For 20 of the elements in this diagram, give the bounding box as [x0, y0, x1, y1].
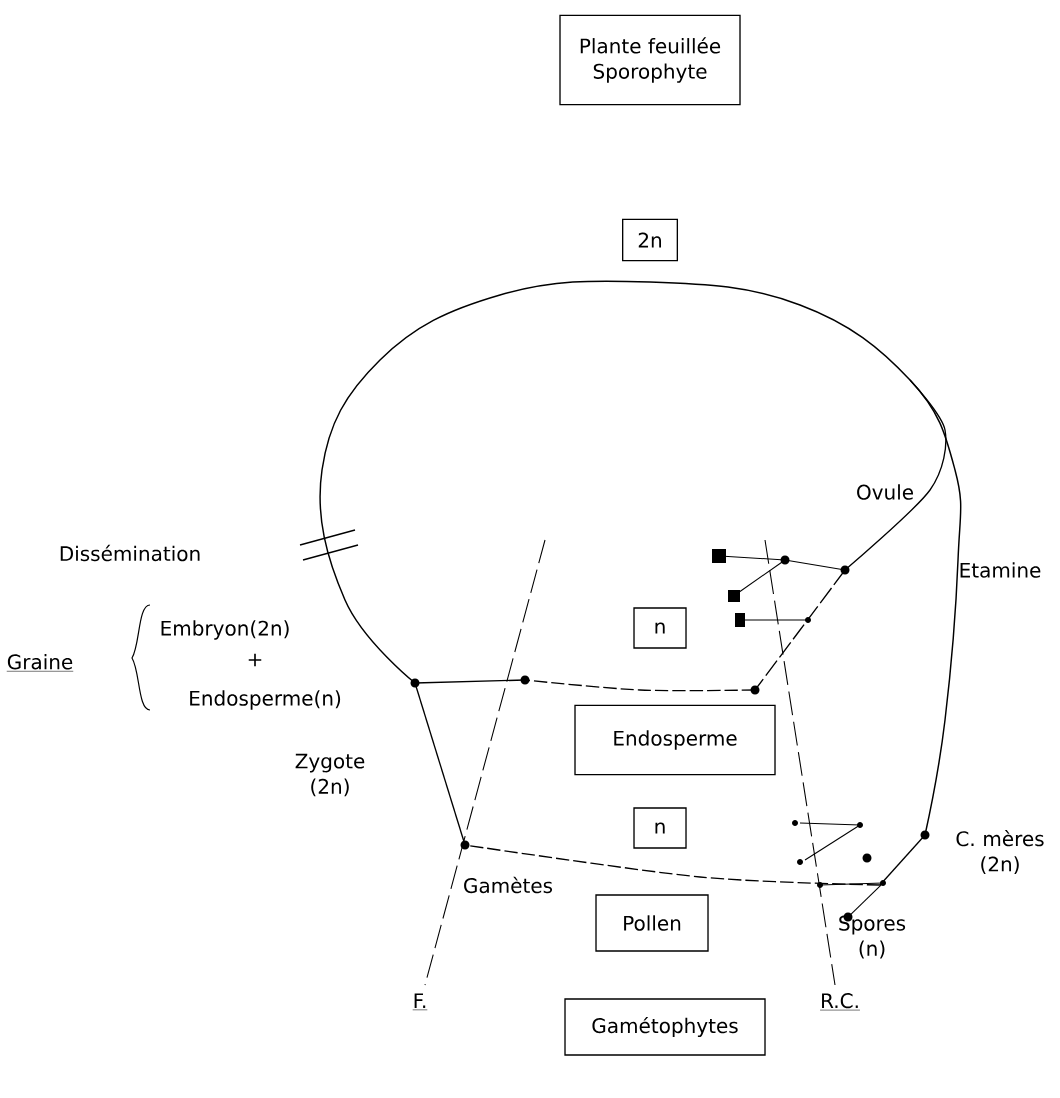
label: Endosperme(n) — [190, 690, 341, 710]
text-box: Pollen — [595, 894, 709, 952]
label: Etamine — [960, 562, 1041, 578]
label: Zygote (2n) — [295, 753, 365, 797]
label: Graine — [6, 653, 74, 672]
label: Ovule — [857, 484, 913, 500]
label: R.C. — [819, 993, 861, 1011]
text-box: 2n — [622, 218, 678, 262]
text-box: Gamétophytes — [564, 998, 766, 1056]
label: Spores (n) — [839, 915, 906, 959]
label: Embryon(2n) — [161, 620, 289, 640]
text-box: n — [633, 807, 687, 849]
text-box: n — [633, 607, 687, 649]
label: + — [248, 653, 262, 667]
text-box: Plante feuillée Sporophyte — [559, 14, 741, 106]
label: F. — [412, 993, 428, 1011]
label: Gamètes — [464, 876, 553, 894]
text-box: Endosperme — [574, 704, 776, 776]
label: Dissémination — [60, 544, 200, 562]
label: C. mères (2n) — [956, 830, 1044, 874]
